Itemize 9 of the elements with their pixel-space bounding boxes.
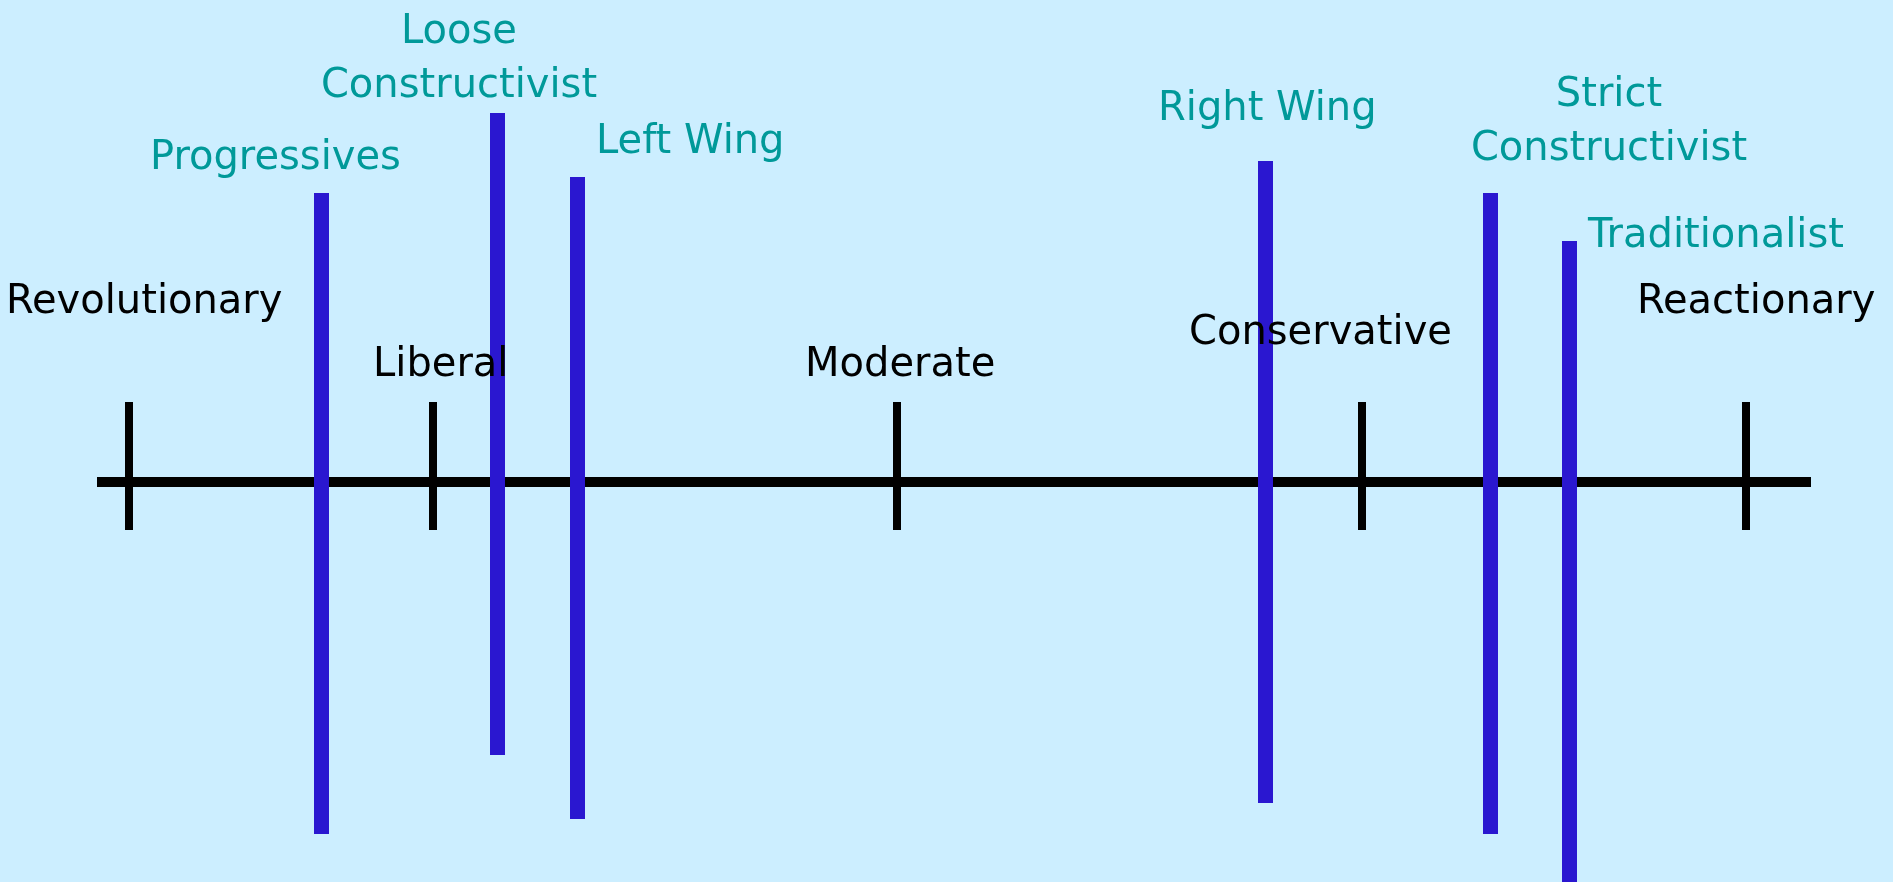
position-label: Strict Constructivist	[1469, 68, 1749, 171]
position-label: Loose Constructivist	[319, 5, 599, 108]
position-label: Progressives	[150, 131, 401, 180]
axis-label: Moderate	[805, 338, 996, 387]
axis-label: Reactionary	[1637, 275, 1876, 324]
position-label: Right Wing	[1158, 82, 1377, 131]
axis-label: Revolutionary	[6, 275, 283, 324]
position-label: Traditionalist	[1588, 209, 1844, 258]
position-label: Left Wing	[596, 115, 785, 164]
